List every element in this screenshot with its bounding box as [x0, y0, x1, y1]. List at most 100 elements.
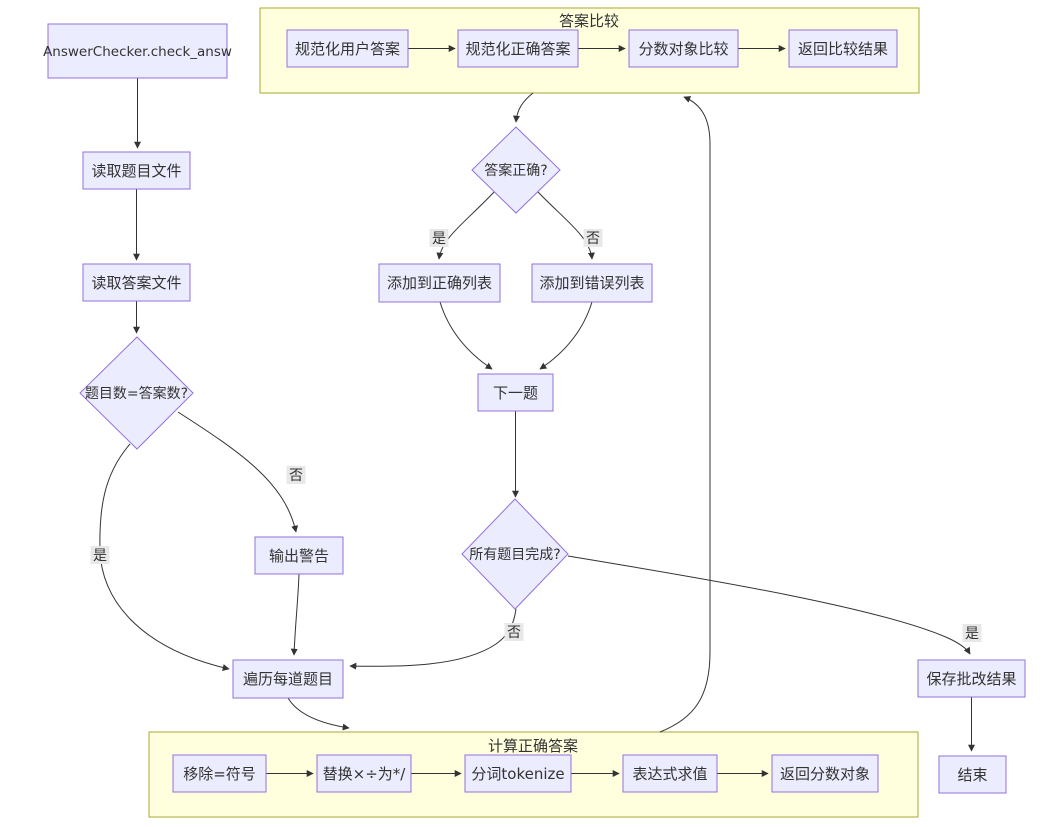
edge-label-done-no-bg [504, 623, 524, 641]
node-next-question-box [477, 373, 554, 412]
edge-all-done-no-to-iterate [349, 608, 517, 670]
edge-label-done-yes: 是 [962, 624, 982, 642]
node-iterate-label: 遍历每道题目 [243, 670, 333, 688]
node-remove-eq-label: 移除=符号 [183, 765, 256, 783]
edge-label-correct-yes-bg [429, 229, 449, 247]
node-read-questions-box [82, 151, 191, 190]
edge-label-done-no-text: 否 [507, 625, 521, 641]
node-norm-user-label: 规范化用户答案 [295, 40, 400, 58]
node-all-done-shape [461, 498, 569, 610]
node-norm-correct: 规范化正确答案 [457, 29, 579, 68]
edge-compare-to-answer-correct [512, 92, 534, 123]
subgraph-compare-title: 答案比较 [559, 12, 619, 30]
edge-add-correct-to-next-question [439, 301, 493, 370]
node-replace-ops-label: 替换×÷为*/ [323, 765, 407, 783]
edge-warn-to-iterate [290, 573, 300, 656]
node-return-fraction-label: 返回分数对象 [780, 765, 870, 783]
node-iterate-box [232, 659, 344, 699]
node-answer-correct: 答案正确? [471, 126, 561, 214]
node-warn-box [254, 536, 344, 575]
node-start-box [47, 23, 228, 79]
node-norm-user-box [286, 29, 409, 68]
edge-label-correct-yes: 是 [429, 229, 449, 247]
node-norm-user: 规范化用户答案 [286, 29, 409, 68]
edge-label-count-yes-text: 是 [93, 548, 107, 564]
node-evaluate-box [622, 754, 718, 793]
node-return-compare-box [788, 29, 898, 68]
node-remove-eq-box [172, 754, 267, 793]
edge-label-correct-no-text: 否 [586, 231, 600, 247]
edge-label-done-no: 否 [504, 623, 524, 641]
node-iterate: 遍历每道题目 [232, 659, 344, 699]
edge-count-check-yes-to-iterate [99, 443, 230, 671]
edges [99, 45, 975, 777]
edge-label-count-no-text: 否 [289, 468, 303, 484]
edge-answer-correct-no-to-add-wrong [536, 190, 595, 260]
node-answer-correct-shape [471, 126, 561, 214]
node-tokenize-box [464, 754, 572, 793]
node-add-wrong-box [531, 263, 653, 303]
node-read-answers-box [82, 263, 191, 302]
node-replace-ops: 替换×÷为*/ [316, 754, 412, 793]
node-read-questions: 读取题目文件 [82, 151, 191, 190]
node-add-correct: 添加到正确列表 [378, 263, 501, 303]
edge-label-count-no-bg [286, 466, 306, 484]
node-count-check-shape [79, 336, 194, 450]
node-remove-eq: 移除=符号 [172, 754, 267, 793]
node-norm-correct-box [457, 29, 579, 68]
node-start-label: AnswerChecker.check_answ [43, 44, 232, 60]
node-evaluate: 表达式求值 [622, 754, 718, 793]
node-save-results-box [917, 659, 1026, 698]
edge-label-done-yes-text: 是 [965, 626, 979, 642]
node-read-answers: 读取答案文件 [82, 263, 191, 302]
edge-label-done-yes-bg [962, 624, 982, 642]
node-warn: 输出警告 [254, 536, 344, 575]
node-count-check-label: 题目数=答案数? [85, 385, 188, 402]
node-start: AnswerChecker.check_answ [43, 23, 232, 79]
node-count-check: 题目数=答案数? [79, 336, 194, 450]
node-save-results-label: 保存批改结果 [926, 670, 1016, 688]
edge-calc-to-compare [659, 96, 711, 733]
edge-iterate-to-calc [287, 697, 350, 731]
node-fraction-compare: 分数对象比较 [628, 29, 739, 68]
node-replace-ops-box [316, 754, 412, 793]
node-add-correct-label: 添加到正确列表 [387, 274, 492, 292]
subgraph-calc-title: 计算正确答案 [488, 737, 578, 755]
node-fraction-compare-label: 分数对象比较 [638, 40, 728, 58]
node-save-results: 保存批改结果 [917, 659, 1026, 698]
edge-label-count-yes-bg [90, 546, 110, 564]
edge-label-correct-no-bg [583, 229, 603, 247]
node-warn-label: 输出警告 [269, 547, 329, 565]
node-end: 结束 [938, 755, 1007, 794]
node-tokenize: 分词tokenize [464, 754, 572, 793]
node-tokenize-label: 分词tokenize [471, 765, 564, 783]
edge-count-check-no-to-warn [177, 411, 299, 533]
edge-label-count-yes: 是 [90, 546, 110, 564]
node-norm-correct-label: 规范化正确答案 [465, 40, 570, 58]
node-read-answers-label: 读取答案文件 [91, 274, 181, 292]
node-all-done-label: 所有题目完成? [469, 547, 560, 563]
node-return-compare: 返回比较结果 [788, 29, 898, 68]
edge-label-correct-yes-text: 是 [432, 231, 446, 247]
node-return-fraction: 返回分数对象 [771, 754, 879, 793]
node-return-fraction-box [771, 754, 879, 793]
node-read-questions-label: 读取题目文件 [91, 162, 181, 180]
edge-label-count-no: 否 [286, 466, 306, 484]
node-end-label: 结束 [957, 766, 987, 784]
node-end-box [938, 755, 1007, 794]
node-answer-correct-label: 答案正确? [484, 162, 547, 179]
node-add-wrong-label: 添加到错误列表 [539, 274, 644, 292]
node-add-correct-box [378, 263, 501, 303]
edge-label-correct-no: 否 [583, 229, 603, 247]
edge-all-done-yes-to-save [567, 555, 971, 655]
node-next-question: 下一题 [477, 373, 554, 412]
node-all-done: 所有题目完成? [461, 498, 569, 610]
edge-add-wrong-to-next-question [539, 301, 593, 370]
node-return-compare-label: 返回比较结果 [798, 40, 888, 58]
node-evaluate-label: 表达式求值 [632, 765, 707, 783]
node-add-wrong: 添加到错误列表 [531, 263, 653, 303]
node-next-question-label: 下一题 [493, 384, 538, 402]
edge-answer-correct-yes-to-add-correct [436, 190, 496, 260]
